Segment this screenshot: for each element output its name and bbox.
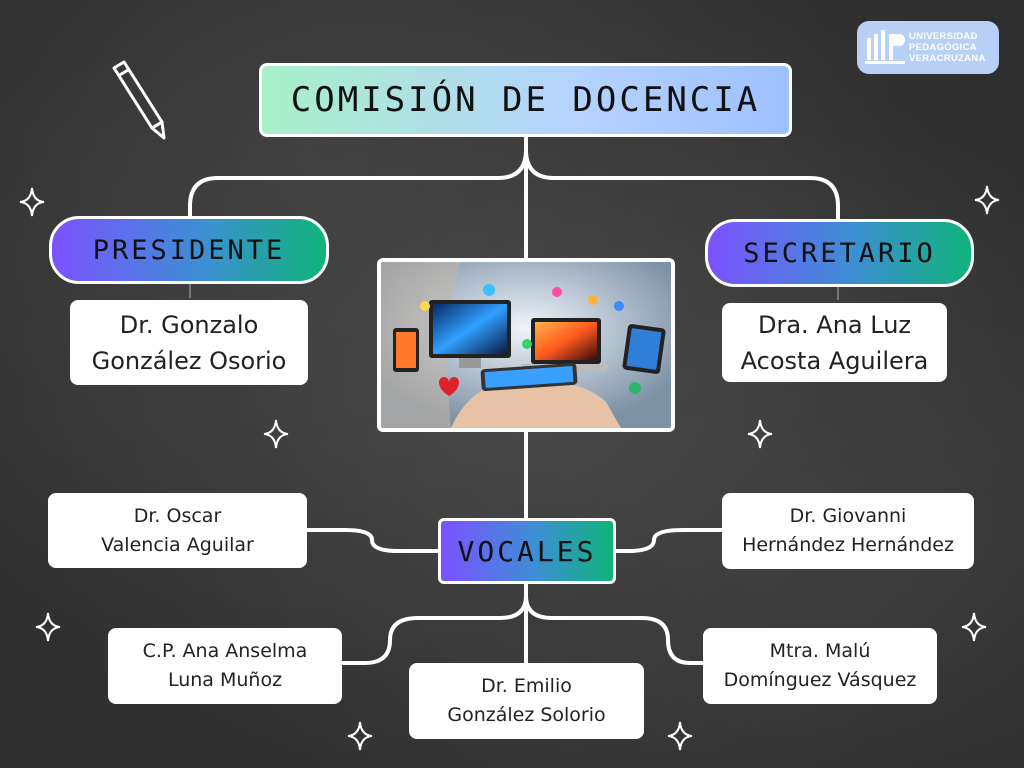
university-logo: UNIVERSIDAD PEDAGÓGICA VERACRUZANA (857, 21, 999, 74)
secretary-role-label: SECRETARIO (705, 219, 974, 287)
vocal-member-box: Dr. Emilio González Solorio (409, 663, 644, 739)
vocal-member-box: Dr. Oscar Valencia Aguilar (48, 493, 307, 568)
sparkle-icon (961, 612, 987, 642)
secretary-name-line2: Acosta Aguilera (740, 346, 929, 375)
university-emblem-icon (865, 29, 905, 64)
vocal-member-line1: Mtra. Malú (769, 640, 871, 662)
vocales-role-label: VOCALES (438, 518, 616, 584)
secretary-name-line1: Dra. Ana Luz (757, 310, 912, 339)
vocal-member-box: Mtra. Malú Domínguez Vásquez (703, 628, 937, 704)
diagram-title: COMISIÓN DE DOCENCIA (259, 63, 792, 137)
vocal-member-box: C.P. Ana Anselma Luna Muñoz (108, 628, 342, 704)
sparkle-icon (667, 721, 693, 751)
president-role-label: PRESIDENTE (49, 216, 329, 284)
sparkle-icon (747, 419, 773, 449)
president-name-box: Dr. Gonzalo González Osorio (70, 300, 308, 385)
vocal-member-line2: Domínguez Vásquez (723, 669, 917, 691)
sparkle-icon (347, 721, 373, 751)
sparkle-icon (974, 185, 1000, 215)
vocal-member-line2: Valencia Aguilar (101, 533, 254, 556)
pencil-icon (112, 60, 166, 140)
vocal-member-line2: González Solorio (447, 704, 606, 726)
vocal-member-line1: Dr. Giovanni (789, 505, 907, 527)
technology-devices-illustration (377, 258, 675, 432)
university-name: UNIVERSIDAD PEDAGÓGICA VERACRUZANA (909, 31, 986, 64)
vocal-member-line2: Luna Muñoz (167, 669, 283, 691)
sparkle-icon (19, 187, 45, 217)
vocal-member-box: Dr. Giovanni Hernández Hernández (722, 493, 974, 569)
president-name-line1: Dr. Gonzalo (119, 310, 259, 339)
president-name-line2: González Osorio (91, 346, 287, 375)
secretary-name-box: Dra. Ana Luz Acosta Aguilera (722, 303, 947, 382)
vocal-member-line1: C.P. Ana Anselma (142, 640, 308, 662)
vocal-member-line1: Dr. Oscar (133, 504, 222, 527)
sparkle-icon (263, 419, 289, 449)
devices-graphic (381, 262, 671, 428)
vocal-member-line1: Dr. Emilio (481, 675, 572, 697)
vocal-member-line2: Hernández Hernández (742, 534, 954, 556)
sparkle-icon (35, 612, 61, 642)
